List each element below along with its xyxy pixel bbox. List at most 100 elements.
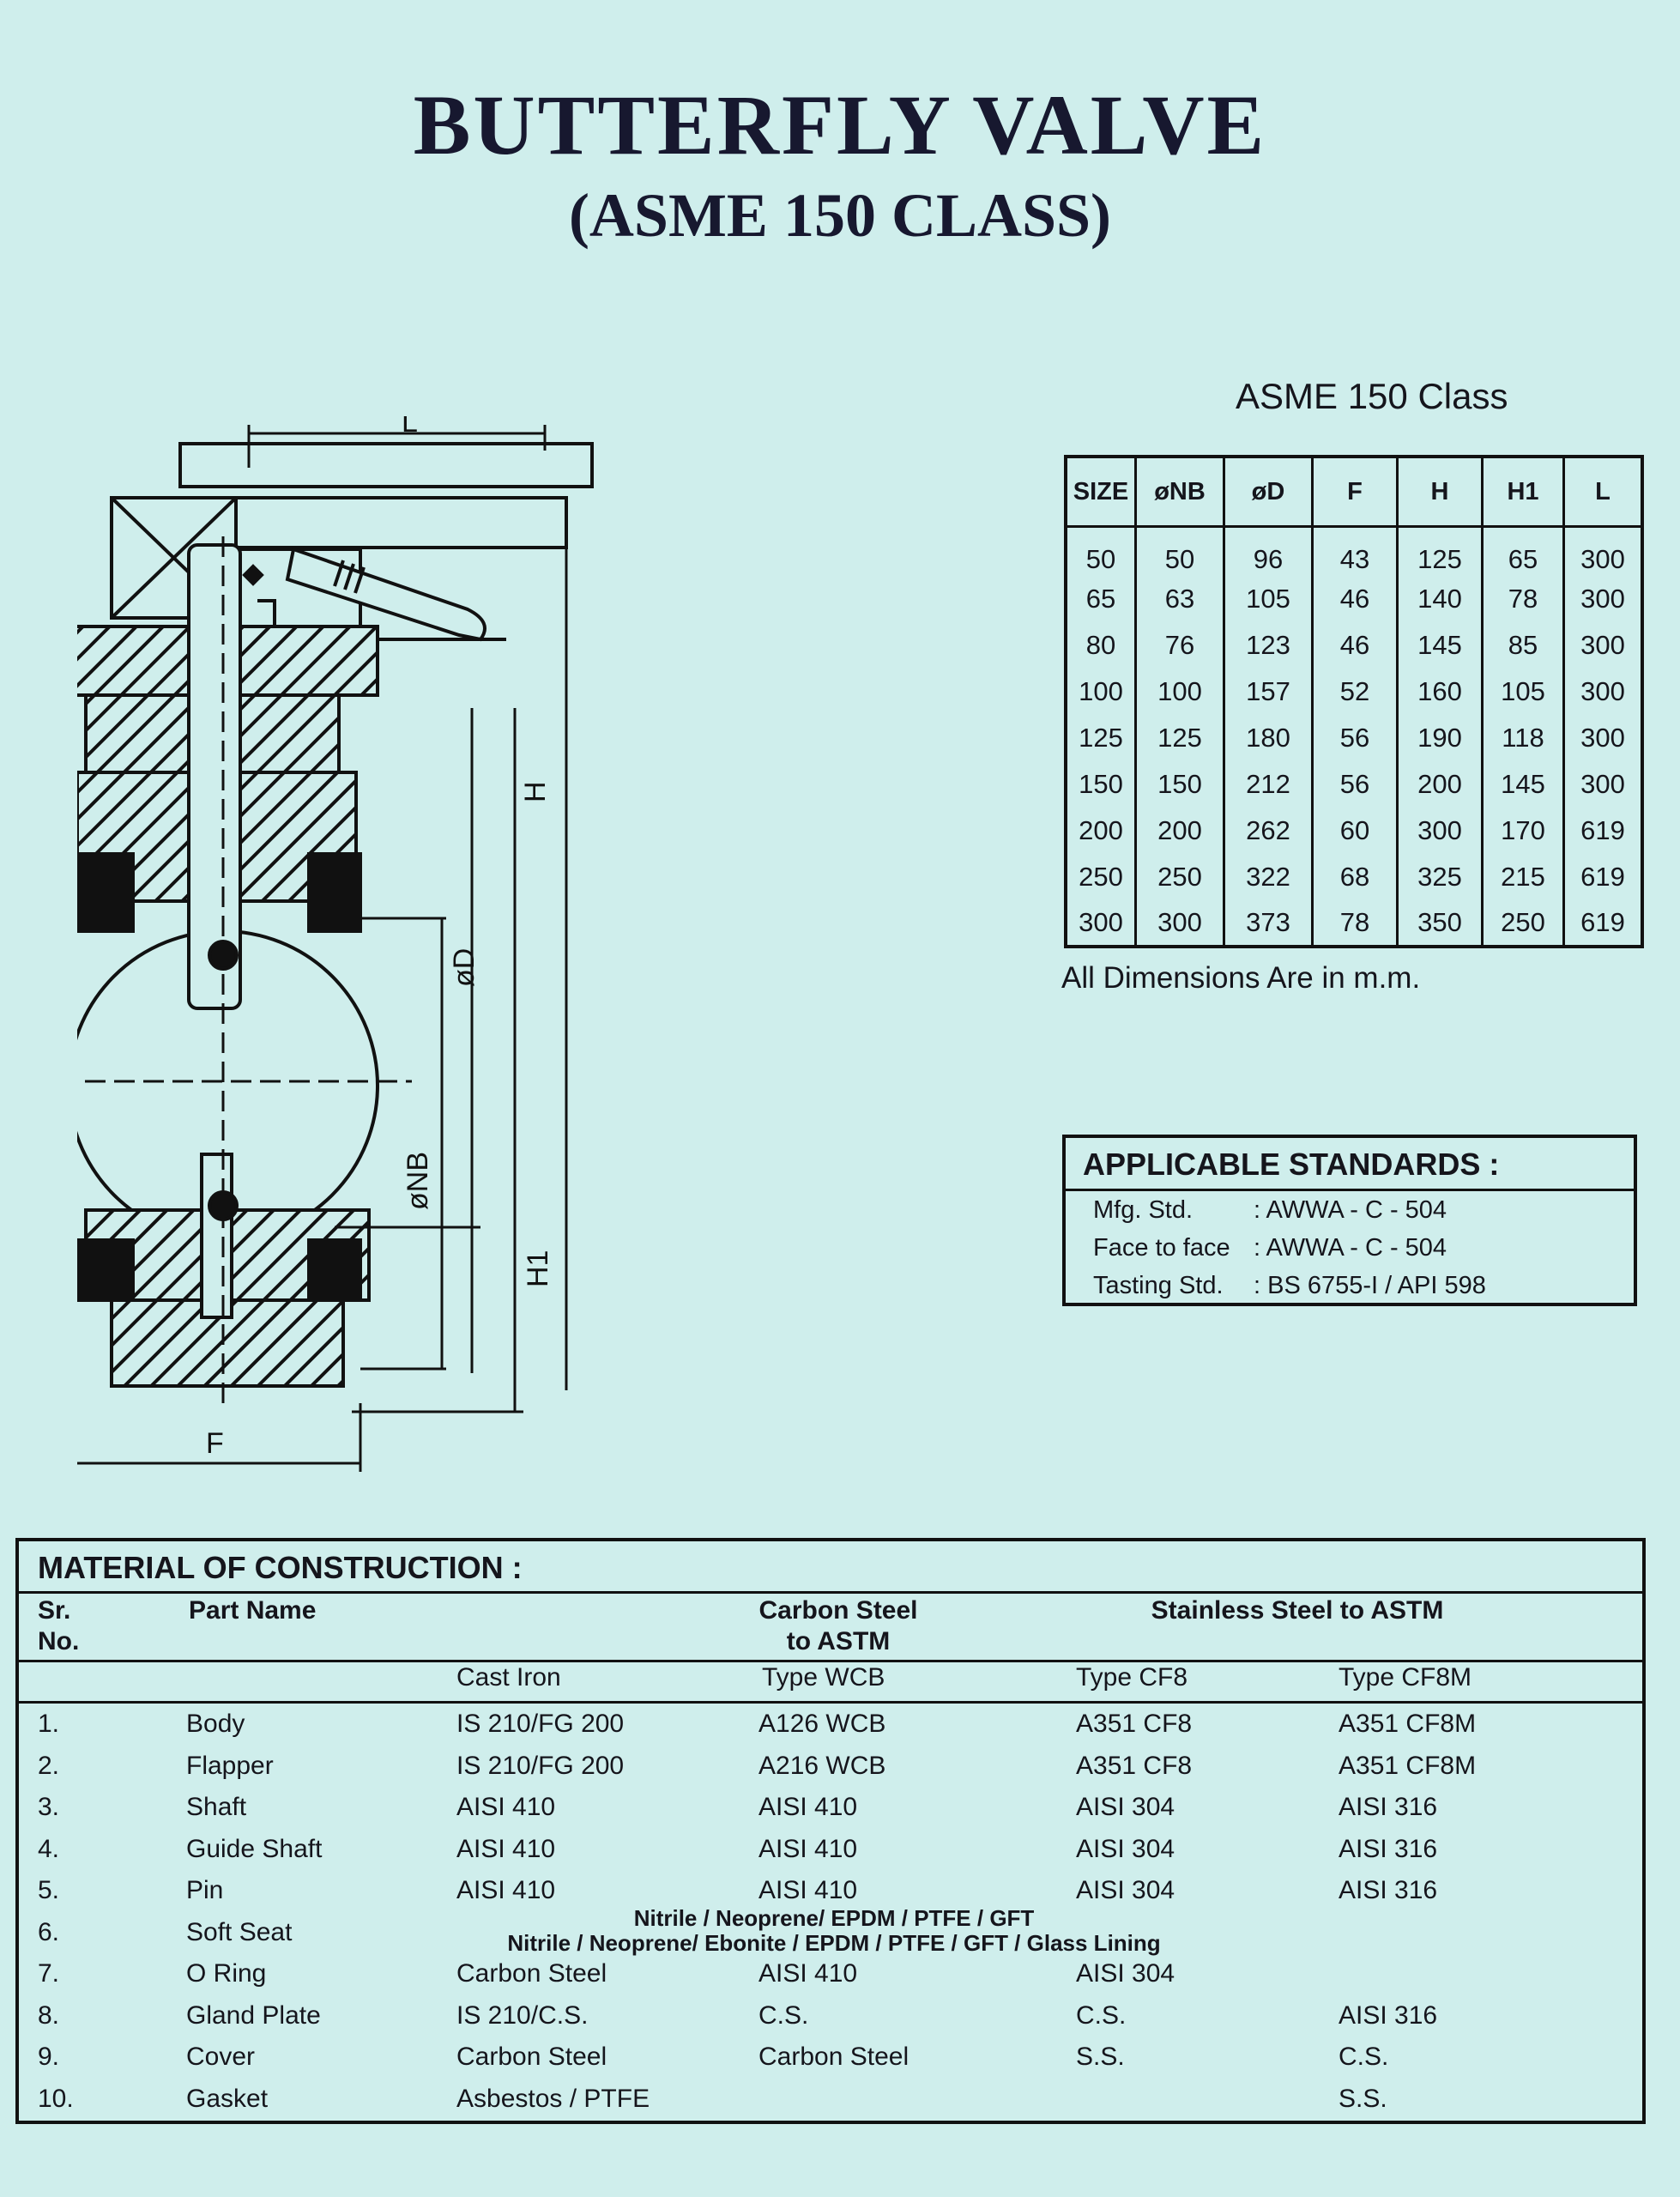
material-cell-wcb: AISI 410 [758, 1959, 858, 1988]
header-sr: Sr. [38, 1596, 71, 1625]
material-cell-no: 9. [38, 2043, 60, 2071]
standard-label: Tasting Std. [1093, 1272, 1224, 1299]
dimension-cell: 43 [1311, 526, 1398, 577]
dimension-cell: 250 [1134, 854, 1224, 900]
header-to-astm: to ASTM [786, 1627, 891, 1655]
dimension-cell: 105 [1223, 576, 1313, 623]
header-carbon-steel: Carbon Steel [758, 1596, 918, 1625]
material-cell-no: 7. [38, 1959, 60, 1988]
dimension-cell: 150 [1134, 761, 1224, 808]
col-od: øD [1223, 457, 1313, 528]
dimension-cell: 200 [1134, 808, 1224, 855]
dimension-lines [77, 425, 568, 1472]
divider [19, 1701, 1642, 1704]
subheader-type-cf8: Type CF8 [1076, 1663, 1188, 1692]
material-cell-part: Pin [186, 1876, 224, 1904]
label-D: øD [448, 948, 480, 987]
dimension-cell: 300 [1562, 622, 1642, 669]
material-cell-cf8m: AISI 316 [1339, 2000, 1438, 2030]
header-stainless-steel: Stainless Steel to ASTM [1151, 1596, 1444, 1625]
dimension-cell: 63 [1134, 576, 1224, 623]
label-F: F [206, 1427, 224, 1460]
divider [19, 1660, 1642, 1662]
material-cell-cf8: C.S. [1076, 2000, 1127, 2030]
material-cell-no: 8. [38, 2000, 60, 2030]
header-no: No. [38, 1627, 80, 1655]
dimension-cell: 325 [1396, 854, 1483, 900]
material-cell-ci: AISI 410 [456, 1793, 556, 1821]
dimension-cell: 300 [1562, 669, 1642, 716]
standard-row: Tasting Std.: BS 6755-I / API 598 [1093, 1272, 1486, 1300]
material-cell-ci: IS 210/FG 200 [456, 1710, 625, 1738]
drawing-labels: L H øD øNB H1 F [206, 416, 554, 1460]
material-cell-cf8: A351 CF8 [1076, 1710, 1193, 1738]
material-cell-wcb: AISI 410 [758, 1834, 858, 1863]
material-cell-no: 4. [38, 1834, 60, 1863]
dimension-cell: 300 [1562, 715, 1642, 762]
dimension-cell: 65 [1085, 584, 1116, 614]
standards-box: APPLICABLE STANDARDS : Mfg. Std.: AWWA -… [1062, 1135, 1637, 1306]
col-f: F [1311, 457, 1398, 528]
dimension-cell: 300 [1562, 761, 1642, 808]
dimension-cell: 157 [1223, 669, 1313, 716]
subheader-type-cf8m: Type CF8M [1339, 1663, 1472, 1692]
standard-row: Mfg. Std.: AWWA - C - 504 [1093, 1196, 1447, 1225]
material-cell-part: Shaft [186, 1793, 247, 1821]
material-cell-ci: IS 210/FG 200 [456, 1751, 625, 1780]
material-cell-part: Gland Plate [186, 2000, 321, 2030]
material-cell-cf8: AISI 304 [1076, 1793, 1175, 1821]
dimension-cell: 80 [1085, 630, 1116, 661]
material-cell-no: 6. [38, 1917, 60, 1946]
dimension-cell: 68 [1311, 854, 1398, 900]
material-cell-cf8m: A351 CF8M [1339, 1710, 1477, 1738]
dimension-cell: 160 [1396, 669, 1483, 716]
material-cell-cf8: A351 CF8 [1076, 1751, 1193, 1780]
dimension-cell: 60 [1311, 808, 1398, 855]
material-cell-part: Flapper [186, 1751, 274, 1780]
subheader-type-wcb: Type WCB [762, 1663, 885, 1692]
col-nb: øNB [1134, 457, 1224, 528]
material-cell-no: 5. [38, 1876, 60, 1904]
material-cell-ci: AISI 410 [456, 1876, 556, 1904]
material-cell-no: 2. [38, 1751, 60, 1780]
label-H1: H1 [522, 1250, 554, 1287]
dimension-cell: 125 [1079, 723, 1123, 754]
dimension-cell: 78 [1481, 576, 1564, 623]
valve-drawing: L H øD øNB H1 F [77, 416, 594, 1472]
dimension-cell: 105 [1481, 669, 1564, 716]
dimension-cell: 212 [1223, 761, 1313, 808]
label-L: L [402, 416, 418, 439]
dimension-cell: 46 [1311, 622, 1398, 669]
dimension-cell: 123 [1223, 622, 1313, 669]
dimension-header-row: SIZE øNB øD F H H1 L [1066, 457, 1642, 528]
dimension-note: All Dimensions Are in m.m. [1061, 961, 1421, 995]
dimension-cell: 262 [1223, 808, 1313, 855]
material-cell-cf8m: A351 CF8M [1339, 1751, 1477, 1780]
soft-seat-line-1: Nitrile / Neoprene/ EPDM / PTFE / GFT [633, 1905, 1035, 1931]
dimension-cell: 170 [1481, 808, 1564, 855]
valve-body [77, 543, 379, 1388]
standard-row: Face to face: AWWA - C - 504 [1093, 1234, 1447, 1262]
dimension-cell: 145 [1396, 622, 1483, 669]
dimension-cell: 56 [1311, 715, 1398, 762]
col-h: H [1396, 457, 1483, 528]
dimension-cell: 300 [1562, 526, 1642, 577]
material-cell-part: Soft Seat [186, 1917, 293, 1946]
dimension-cell: 140 [1396, 576, 1483, 623]
dimension-cell: 300 [1562, 576, 1642, 623]
material-cell-cf8m: AISI 316 [1339, 1793, 1438, 1821]
material-cell-cf8: S.S. [1076, 2043, 1125, 2071]
dimension-cell: 65 [1481, 526, 1564, 577]
dimension-cell: 215 [1481, 854, 1564, 900]
standard-label: Mfg. Std. [1093, 1196, 1194, 1224]
material-cell-cf8m: AISI 316 [1339, 1834, 1438, 1863]
material-cell-ci: AISI 410 [456, 1834, 556, 1863]
material-cell-cf8: AISI 304 [1076, 1959, 1175, 1988]
dimension-cell: 322 [1223, 854, 1313, 900]
